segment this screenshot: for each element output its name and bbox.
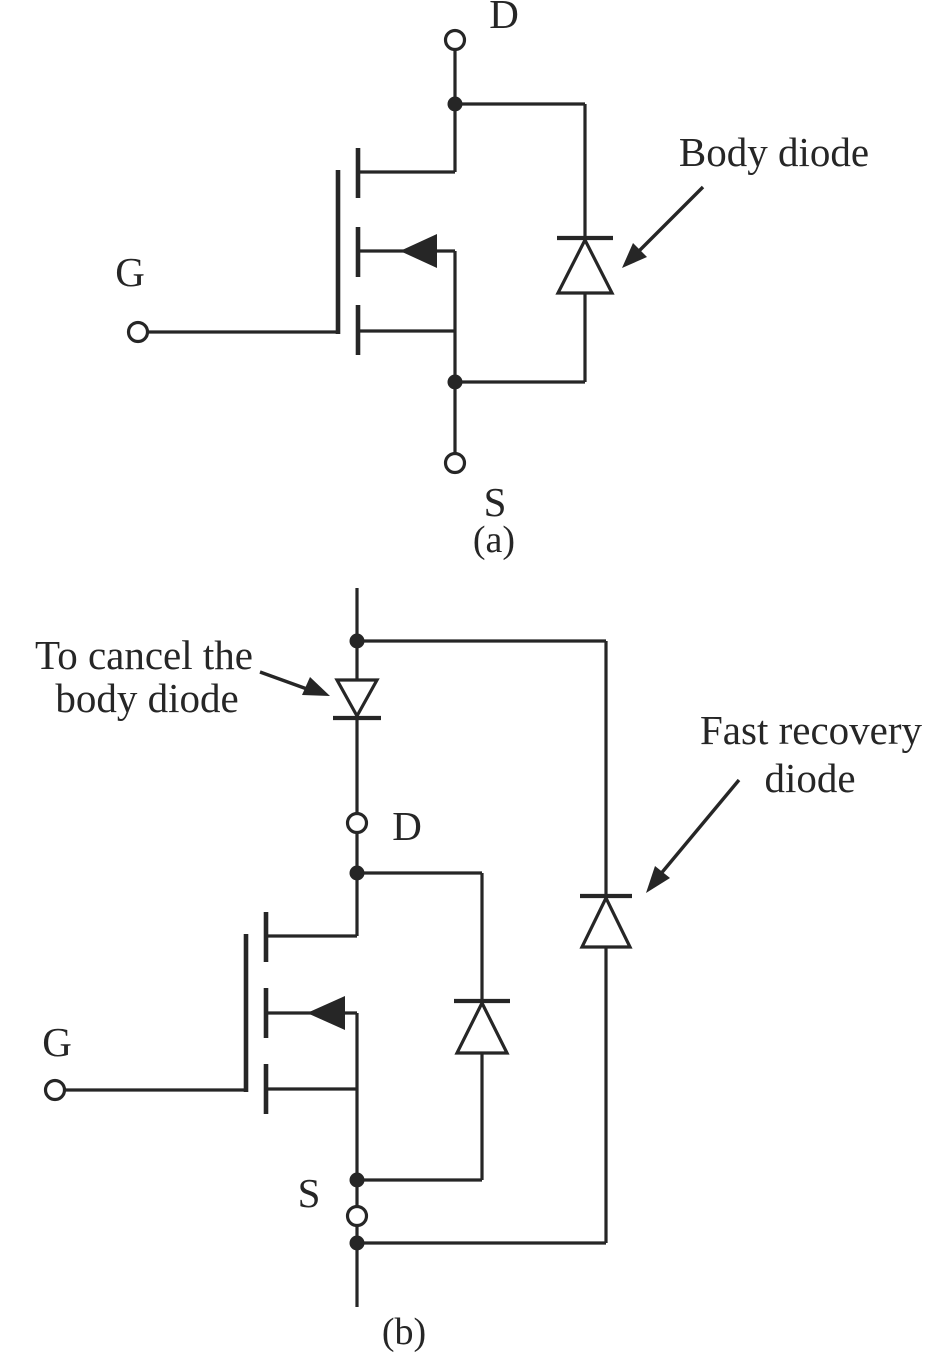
source-terminal-label-b: S [298, 1170, 321, 1216]
mosfet-b [243, 912, 359, 1207]
fast-recovery-diode [579, 893, 633, 949]
drain-terminal-label-b: D [392, 803, 422, 849]
gate-terminal-label-b: G [42, 1019, 72, 1065]
body-diode-annotation: Body diode [622, 129, 869, 268]
fast-recovery-annotation: Fast recovery diode [646, 707, 922, 893]
series-cancel-diode-triangle [334, 678, 380, 720]
body-arrow-b [307, 996, 345, 1030]
body-diode-b [454, 998, 510, 1055]
series-diode-annotation-line1: To cancel the [35, 632, 253, 678]
body-diode-triangle-b [454, 999, 510, 1055]
fast-recovery-annotation-line2: diode [764, 755, 855, 801]
fast-recovery-triangle [579, 894, 633, 949]
gate-terminal-b [43, 1078, 67, 1102]
body-diode-triangle-a [555, 236, 615, 295]
caption-b: (b) [382, 1311, 426, 1353]
body-diode-annotation-arrowhead [622, 243, 647, 268]
fast-recovery-annotation-line [657, 778, 741, 878]
series-diode-annotation-arrowhead [302, 677, 330, 696]
series-diode-annotation-line2: body diode [55, 675, 238, 721]
body-diode-a [555, 235, 615, 295]
drain-terminal-b [345, 811, 369, 835]
source-terminal-a [443, 451, 467, 475]
caption-a: (a) [473, 519, 515, 561]
series-cancel-diode [333, 678, 381, 721]
gate-terminal-a [126, 320, 150, 344]
fast-recovery-annotation-arrowhead [646, 866, 670, 893]
circuit-b: D G S [35, 588, 922, 1353]
drain-terminal-a [443, 28, 467, 52]
gate-terminal-label-a: G [115, 249, 145, 295]
circuit-a: D S G [115, 0, 869, 561]
source-terminal-b [345, 1204, 369, 1228]
fast-recovery-annotation-line1: Fast recovery [700, 707, 922, 753]
source-terminal-label-a: S [484, 479, 507, 525]
body-arrow-a [400, 234, 437, 268]
series-diode-annotation-line [259, 670, 308, 691]
body-diode-annotation-text: Body diode [679, 129, 869, 175]
mosfet-a [335, 148, 457, 382]
series-diode-annotation: To cancel the body diode [35, 632, 330, 721]
body-diode-annotation-line [635, 185, 705, 255]
drain-terminal-label-a: D [489, 0, 519, 37]
